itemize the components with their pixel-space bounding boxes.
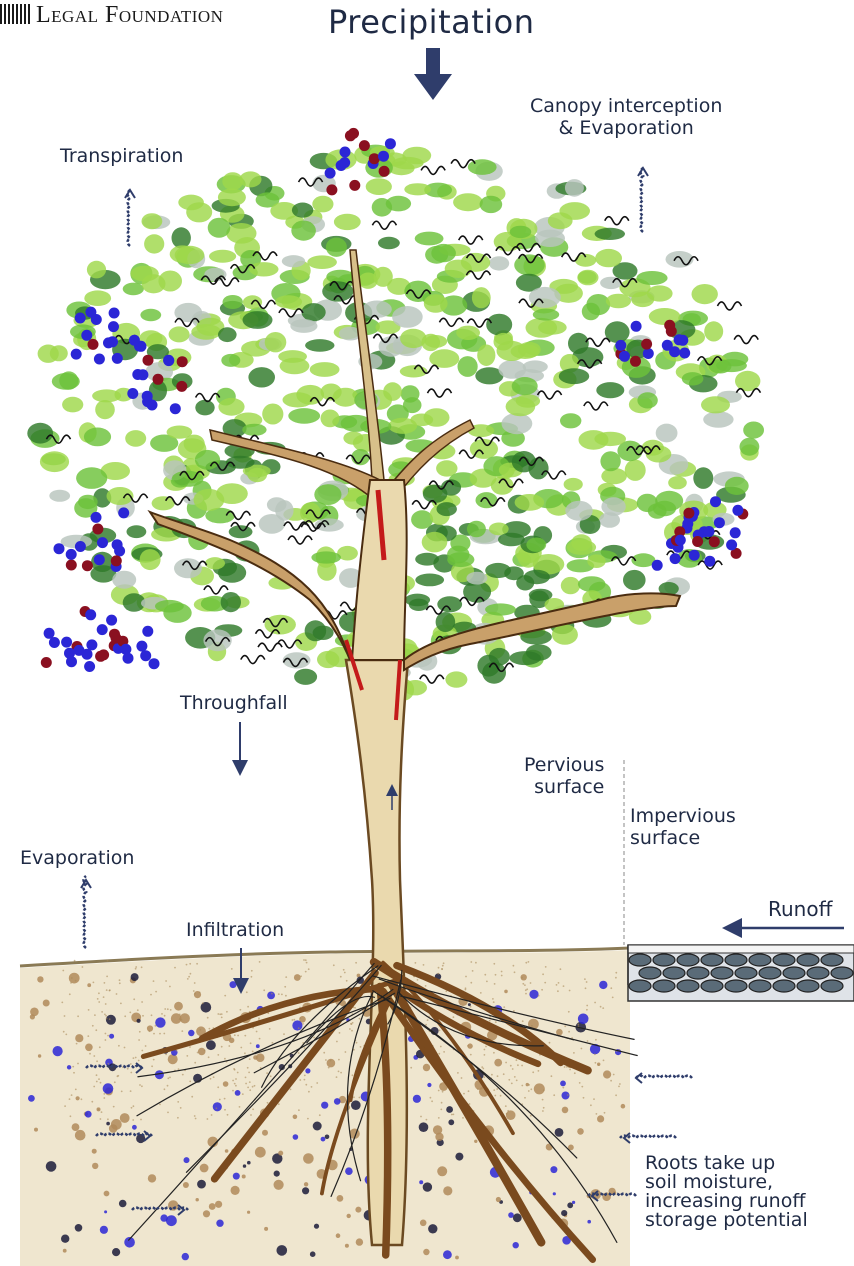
impervious-line-2: surface <box>630 828 736 850</box>
canopy-line-2: & Evaporation <box>530 118 722 140</box>
throughfall-label: Throughfall <box>180 693 288 715</box>
precipitation-label: Precipitation <box>328 4 535 41</box>
canopy-line-1: Canopy interception <box>530 96 722 118</box>
logo-text: Legal Foundation <box>36 2 223 28</box>
infiltration-label: Infiltration <box>186 920 284 942</box>
impervious-surface-label: Impervious surface <box>630 806 736 850</box>
roots-line-4: storage potential <box>645 1211 808 1230</box>
logo: Legal Foundation <box>0 2 223 29</box>
runoff-label: Runoff <box>768 898 832 921</box>
impervious-pavement <box>628 945 854 1001</box>
precipitation-arrow <box>414 48 452 100</box>
pervious-line-1: Pervious <box>524 755 604 777</box>
logo-bars-icon <box>0 4 30 24</box>
pervious-line-2: surface <box>524 777 604 799</box>
evaporation-label: Evaporation <box>20 848 134 870</box>
canopy-interception-label: Canopy interception & Evaporation <box>530 96 722 140</box>
pervious-surface-label: Pervious surface <box>524 755 604 799</box>
roots-uptake-label: Roots take up soil moisture, increasing … <box>645 1154 808 1230</box>
transpiration-label: Transpiration <box>60 146 183 168</box>
impervious-line-1: Impervious <box>630 806 736 828</box>
